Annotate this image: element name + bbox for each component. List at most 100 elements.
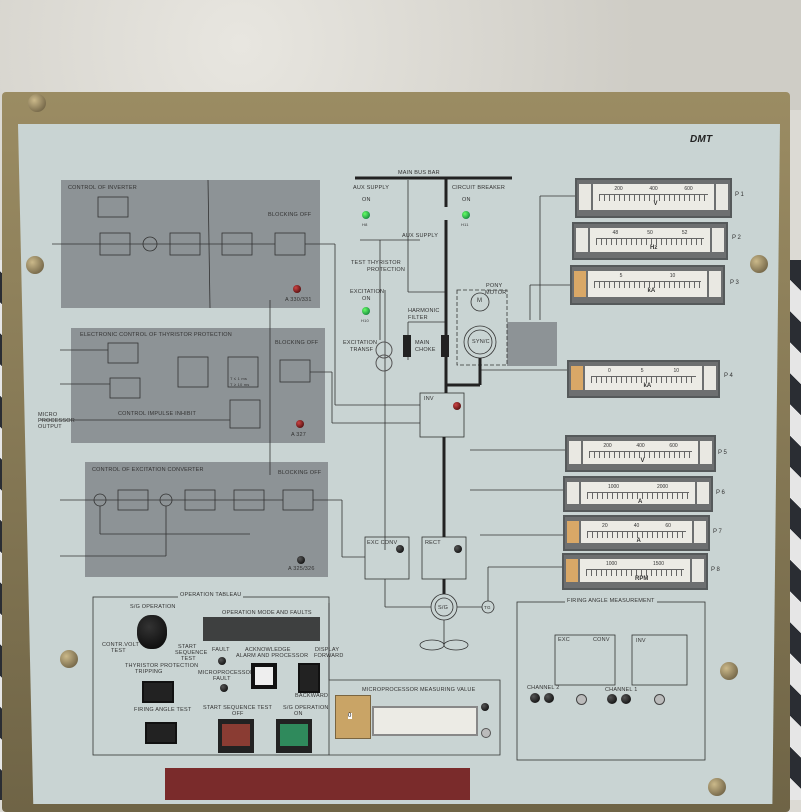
firing-title: FIRING ANGLE MEASUREMENT: [565, 598, 657, 604]
protection-title: ELECTRONIC CONTROL OF THYRISTOR PROTECTI…: [80, 332, 232, 338]
scale-label: 5: [619, 273, 623, 279]
meter-p5-label: P 5: [718, 450, 727, 456]
inverter-blocking-label: BLOCKING OFF: [268, 212, 312, 218]
exc-transf-label: EXCITATION: [343, 340, 378, 346]
channel2-socket-b[interactable]: [544, 693, 554, 703]
motor-label: MOTOR: [485, 290, 507, 296]
cb-on-label: ON: [462, 197, 471, 203]
exc-label: EXC: [558, 637, 570, 643]
exc-selector-switch[interactable]: [576, 694, 587, 705]
aux-supply-bus-label: AUX SUPPLY: [402, 233, 439, 239]
scale-label: 1500: [652, 561, 665, 567]
meter-p4-label: P 4: [724, 373, 733, 379]
off-label: OFF: [232, 711, 244, 717]
scale-label: 200: [614, 186, 623, 192]
inv-fa-label: INV: [636, 638, 646, 644]
circuit-breaker-lamp: [462, 211, 470, 219]
display-forward-backward-switch[interactable]: [298, 663, 320, 693]
channel2-label: CHANNEL 2: [527, 685, 560, 691]
inv-selector-switch[interactable]: [654, 694, 665, 705]
start-label: START: [178, 644, 197, 650]
main-label: MAIN: [415, 340, 430, 346]
scale-label: 2000: [656, 484, 669, 490]
screw: [60, 650, 78, 668]
excitation-label: EXCITATION: [350, 289, 385, 295]
on-label: ON: [294, 711, 303, 717]
unit-label: A: [638, 499, 643, 505]
sg-on-label: S/G OPERATION: [283, 705, 329, 711]
scale-label: 1000: [605, 561, 618, 567]
ack-label: ACKNOWLEDGE: [245, 647, 291, 653]
unit-label: V: [653, 201, 658, 207]
scale-label: 400: [636, 443, 645, 449]
meter-p2-label: P 2: [732, 235, 741, 241]
channel2-socket-a[interactable]: [530, 693, 540, 703]
acknowledge-button[interactable]: [251, 663, 277, 689]
sg-operation-rotary-switch[interactable]: [137, 615, 167, 649]
scale-label: 50: [647, 230, 653, 236]
circuit-breaker-label: CIRCUIT BREAKER: [452, 185, 506, 191]
aux-on-label: ON: [362, 197, 371, 203]
thyristor-protection-label: THYRISTOR PROTECTION: [125, 663, 199, 669]
inv-label: INV: [424, 396, 434, 402]
screw: [28, 94, 46, 112]
mp-value-label: MICROPROCESSOR MEASURING VALUE: [362, 687, 476, 693]
scale-label: 40: [633, 523, 640, 529]
op-mode-label: OPERATION MODE AND FAULTS: [222, 610, 312, 616]
mp-fault-lamp: [220, 684, 228, 692]
sync-label: SYN/C: [472, 339, 490, 345]
fault-lamp: [218, 657, 226, 665]
tg-label: TG: [484, 605, 491, 610]
rect-label: RECT: [425, 540, 441, 546]
protection-fault-lamp: [296, 420, 304, 428]
h11-label: H11: [461, 222, 469, 227]
test-thyristor-label: TEST THYRISTOR: [351, 260, 401, 266]
aux-supply-lamp: [362, 211, 370, 219]
scale-label: 10: [673, 368, 679, 374]
measuring-toggle[interactable]: [481, 728, 491, 738]
unit-label: kA: [643, 383, 652, 389]
excitation-lamp: [362, 307, 370, 315]
protection-t1: T ≤ 1 ms: [230, 376, 248, 381]
scale-label: 600: [684, 186, 693, 192]
scale-label: 600: [669, 443, 678, 449]
inverter-fault-lamp: [293, 285, 301, 293]
unit-label: kA: [647, 288, 656, 294]
measuring-value-selector[interactable]: 0: [335, 695, 371, 739]
channel1-socket-a[interactable]: [607, 694, 617, 704]
firing-angle-test-label: FIRING ANGLE TEST: [134, 707, 192, 713]
start-test-label: TEST: [181, 656, 196, 662]
forward-label: FORWARD: [314, 653, 344, 659]
h8-label: H8: [362, 222, 368, 227]
unit-label: Hz: [650, 245, 658, 251]
brand-logo: DMT: [690, 134, 713, 145]
tripping-label: TRIPPING: [135, 669, 163, 675]
meter-p1-label: P 1: [735, 192, 744, 198]
measuring-socket[interactable]: [481, 703, 489, 711]
rect-lamp: [454, 545, 462, 553]
scale-label: 60: [665, 523, 671, 529]
meter-p8-label: P 8: [711, 567, 720, 573]
scale-label: 1000: [607, 484, 620, 490]
scale-label: 48: [612, 230, 619, 236]
sequence-label: SEQUENCE: [175, 650, 208, 656]
unit-label: A: [636, 538, 641, 544]
excitation-blocking-label: BLOCKING OFF: [278, 470, 322, 476]
display-label: DISPLAY: [315, 647, 340, 653]
meter-p6-label: P 6: [716, 490, 725, 496]
scale-label: 10: [669, 273, 676, 279]
start-sequence-test-off-button[interactable]: [218, 719, 254, 753]
contr-volt-label: CONTR.VOLT: [102, 642, 140, 648]
excitation-ref: A 325/326: [288, 566, 315, 572]
sg-operation-on-button[interactable]: [276, 719, 312, 753]
transf-label: TRANSF: [350, 347, 374, 353]
channel1-socket-b[interactable]: [621, 694, 631, 704]
thyristor-protection-button[interactable]: [142, 681, 174, 703]
pony-label: PONY: [486, 283, 503, 289]
mp-fault-label: MICROPROCESSOR: [198, 670, 255, 676]
firing-angle-test-button[interactable]: [145, 722, 177, 744]
